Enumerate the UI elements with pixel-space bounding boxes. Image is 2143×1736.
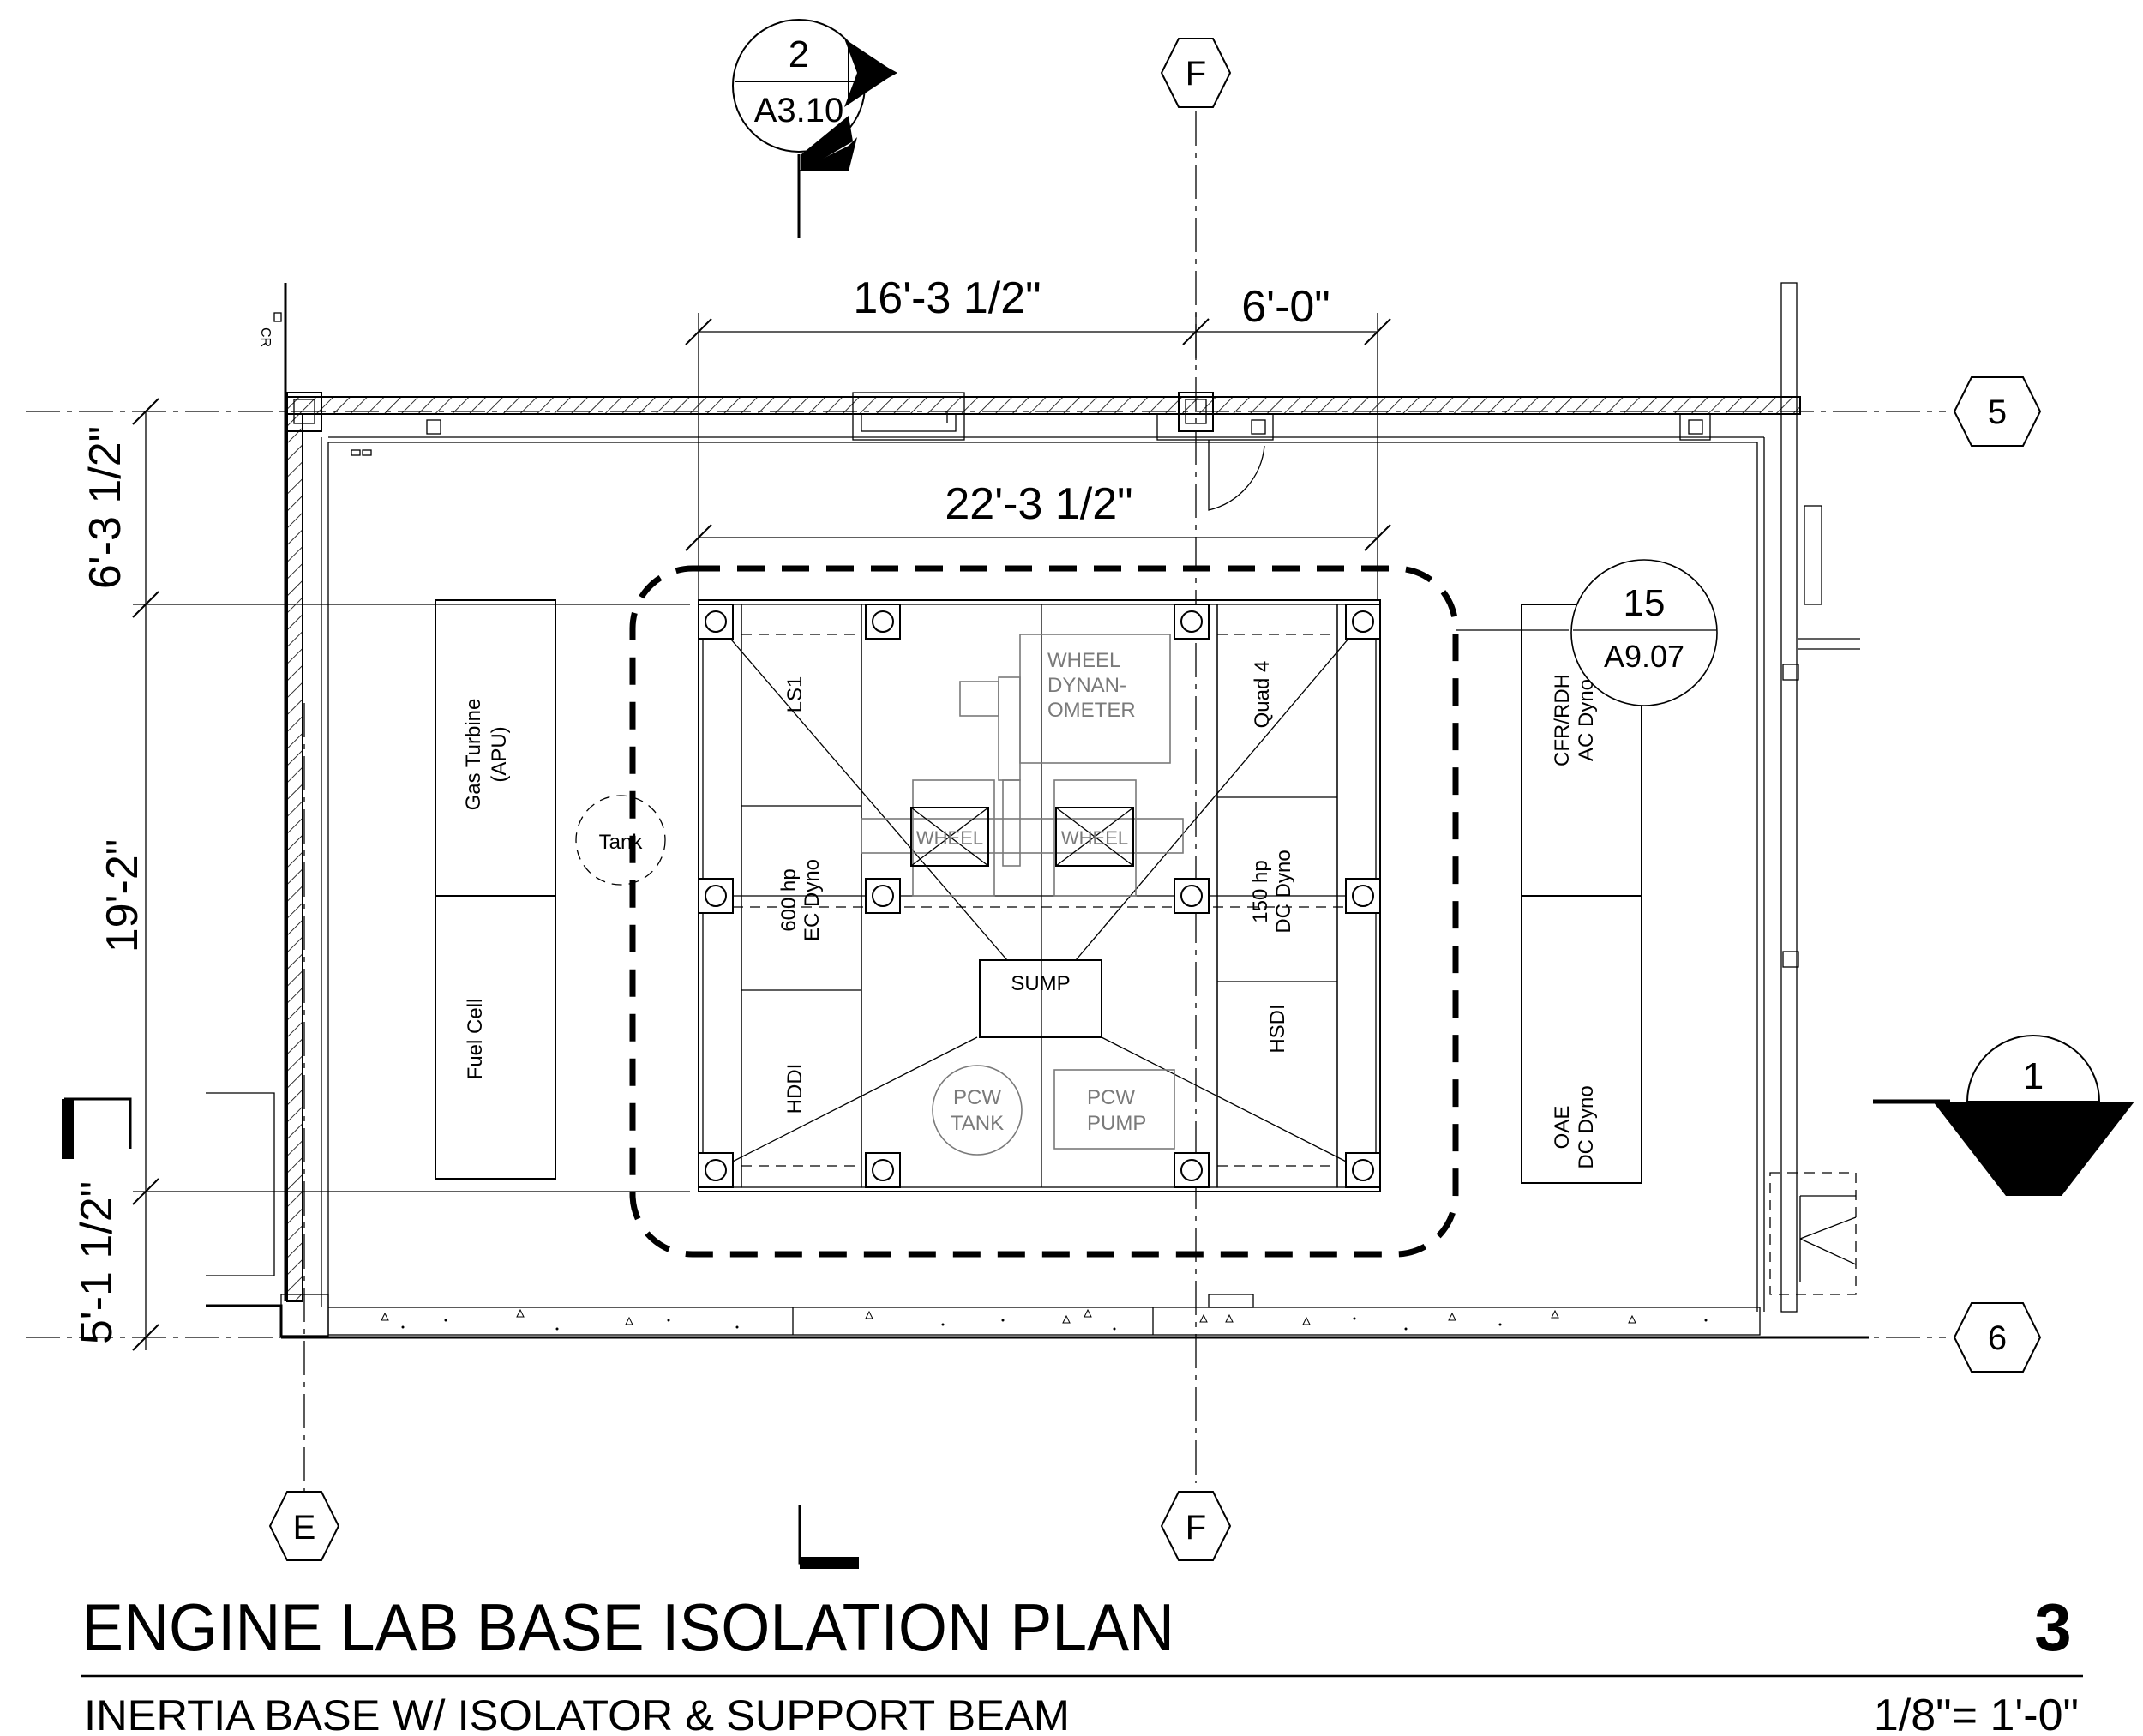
grid-bubble-e-bottom: E <box>268 1491 340 1561</box>
label-fuel-cell: Fuel Cell <box>464 999 487 1080</box>
section-tag-1-sheet: A3.10 <box>1989 1114 2079 1152</box>
label-wheel-dyno-3: OMETER <box>1047 699 1136 722</box>
grid-bubble-6: 6 <box>1953 1302 2042 1373</box>
label-gas-turbine: Gas Turbine <box>462 699 485 811</box>
walls: CR <box>62 282 1869 1569</box>
label-wheel-left: WHEEL <box>916 827 983 849</box>
isolators <box>698 604 1381 1188</box>
section-tag-2-number: 2 <box>789 33 809 75</box>
label-ls1: LS1 <box>783 676 807 713</box>
dim-left-top: 6'-3 1/2" <box>81 426 130 589</box>
dim-overall: 22'-3 1/2" <box>945 479 1132 529</box>
grid-bubble-f-bottom: F <box>1160 1491 1232 1561</box>
label-oae: OAE <box>1551 1106 1574 1150</box>
label-hsdi: HSDI <box>1266 1004 1289 1053</box>
dimensions: 16'-3 1/2" 6'-0" 22'-3 1/2" 6'-3 1/2" 19… <box>72 273 1391 1351</box>
drawing-scale: 1/8"= 1'-0" <box>1874 1691 2079 1736</box>
label-pcw-pump-2: PUMP <box>1087 1112 1146 1135</box>
label-ac-dyno: AC Dyno <box>1575 679 1598 761</box>
drawing-number: 3 <box>2034 1589 2071 1665</box>
dim-left-middle: 19'-2" <box>98 839 147 952</box>
label-ec-dyno: EC Dyno <box>801 859 824 941</box>
dim-top-left: 16'-3 1/2" <box>853 273 1041 323</box>
detail-tag-15: 15 A9.07 <box>1570 559 1718 706</box>
label-600hp: 600 hp <box>777 868 801 931</box>
label-cfr-rdh: CFR/RDH <box>1551 674 1574 766</box>
grid-label-f-bottom: F <box>1186 1509 1206 1547</box>
label-150hp: 150 hp <box>1249 860 1272 922</box>
section-tag-1: 1 A3.10 <box>1873 1035 2134 1196</box>
section-tag-2: 2 A3.10 <box>732 19 898 238</box>
drawing-subtitle: INERTIA BASE W/ ISOLATOR & SUPPORT BEAM <box>84 1691 1070 1736</box>
label-wheel-dyno-1: WHEEL <box>1047 649 1120 672</box>
grid-label-5: 5 <box>1988 393 2007 431</box>
label-tank: Tank <box>599 831 644 854</box>
grid-label-6: 6 <box>1988 1319 2007 1357</box>
grid-label-e-bottom: E <box>293 1509 316 1547</box>
label-hddi: HDDI <box>783 1064 807 1114</box>
label-dc-dyno-oae: DC Dyno <box>1575 1085 1598 1168</box>
label-cr: CR <box>258 327 273 347</box>
section-tag-2-sheet: A3.10 <box>754 92 844 129</box>
label-quad4: Quad 4 <box>1251 661 1274 729</box>
label-pcw-pump-1: PCW <box>1087 1086 1135 1109</box>
right-equipment: CFR/RDH AC Dyno OAE DC Dyno 15 A9.07 <box>1456 559 1718 1184</box>
label-pcw-tank-2: TANK <box>951 1112 1004 1135</box>
title-block: ENGINE LAB BASE ISOLATION PLAN 3 INERTIA… <box>81 1589 2083 1736</box>
section-tag-1-number: 1 <box>2023 1055 2044 1097</box>
label-wheel-dyno-2: DYNAN- <box>1047 674 1126 697</box>
label-sump: SUMP <box>1011 972 1070 995</box>
dim-left-bottom: 5'-1 1/2" <box>72 1181 122 1344</box>
label-apu: (APU) <box>488 726 511 782</box>
grid-bubble-5: 5 <box>1953 376 2042 447</box>
label-dc-dyno-150: DC Dyno <box>1272 850 1295 933</box>
detail-tag-sheet: A9.07 <box>1604 639 1684 674</box>
grid-bubble-f-top: F <box>1160 38 1232 108</box>
left-equipment: Gas Turbine (APU) Fuel Cell Tank <box>435 599 666 1180</box>
detail-tag-number: 15 <box>1624 582 1666 624</box>
dim-top-right: 6'-0" <box>1241 282 1330 332</box>
label-pcw-tank-1: PCW <box>953 1086 1001 1109</box>
inertia-base: WHEEL DYNAN- OMETER WHEEL WHEEL SUMP PCW… <box>698 599 1381 1192</box>
isolation-boundary <box>629 565 1459 1258</box>
label-wheel-right: WHEEL <box>1061 827 1128 849</box>
grid-label-f-top: F <box>1186 55 1206 93</box>
drawing-title: ENGINE LAB BASE ISOLATION PLAN <box>81 1589 1174 1665</box>
